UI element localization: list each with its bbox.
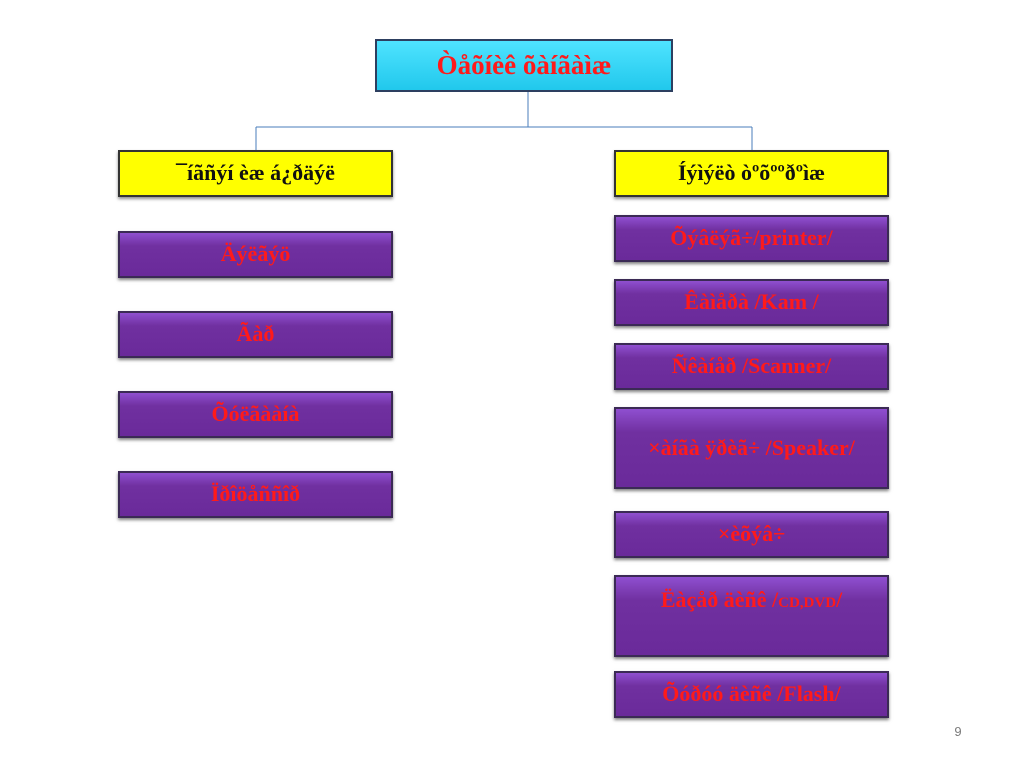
left-item-1: Äýëãýö — [118, 231, 393, 278]
left-item-label: Ïðîöåññîð — [210, 481, 301, 507]
page-number: 9 — [954, 724, 962, 739]
right-item-6: Ëàçåð äèñê /CD,DVD/ — [614, 575, 889, 657]
right-item-label: ×àíãà ÿðèã÷ /Speaker/ — [648, 434, 855, 460]
right-item-label-cd-dvd: CD,DVD — [778, 595, 837, 611]
right-item-label: ×èõýâ÷ — [717, 521, 786, 547]
right-item-label: Êàìåðà /Kam / — [684, 289, 819, 315]
left-item-4: Ïðîöåññîð — [118, 471, 393, 518]
right-item-label: Ëàçåð äèñê /CD,DVD/ — [661, 587, 842, 613]
right-item-4: ×àíãà ÿðèã÷ /Speaker/ — [614, 407, 889, 489]
left-item-label: Äýëãýö — [220, 241, 291, 267]
left-category-header: ¯íãñýí èæ á¿ðäýë — [118, 150, 393, 197]
right-item-2: Êàìåðà /Kam / — [614, 279, 889, 326]
left-category-label: ¯íãñýí èæ á¿ðäýë — [176, 160, 335, 186]
right-category-label: Íýìýëò òºõººðºìæ — [678, 160, 825, 186]
right-item-label: Ñêàíåð /Scanner/ — [671, 353, 832, 379]
right-item-1: Õýâëýã÷/printer/ — [614, 215, 889, 262]
right-item-3: Ñêàíåð /Scanner/ — [614, 343, 889, 390]
root-node-label: Òåõíèê õàíãàìæ — [436, 50, 612, 81]
left-item-label: Ãàð — [236, 321, 275, 347]
right-item-5: ×èõýâ÷ — [614, 511, 889, 558]
left-item-label: Õóëãààíà — [211, 401, 300, 427]
root-node: Òåõíèê õàíãàìæ — [375, 39, 673, 92]
left-item-3: Õóëãààíà — [118, 391, 393, 438]
right-item-7: Õóðóó äèñê /Flash/ — [614, 671, 889, 718]
right-item-label-tail: / — [836, 587, 843, 612]
left-item-2: Ãàð — [118, 311, 393, 358]
right-item-label-main: Ëàçåð äèñê / — [660, 587, 779, 612]
right-category-header: Íýìýëò òºõººðºìæ — [614, 150, 889, 197]
right-item-label: Õýâëýã÷/printer/ — [670, 225, 833, 251]
right-item-label: Õóðóó äèñê /Flash/ — [662, 681, 841, 707]
